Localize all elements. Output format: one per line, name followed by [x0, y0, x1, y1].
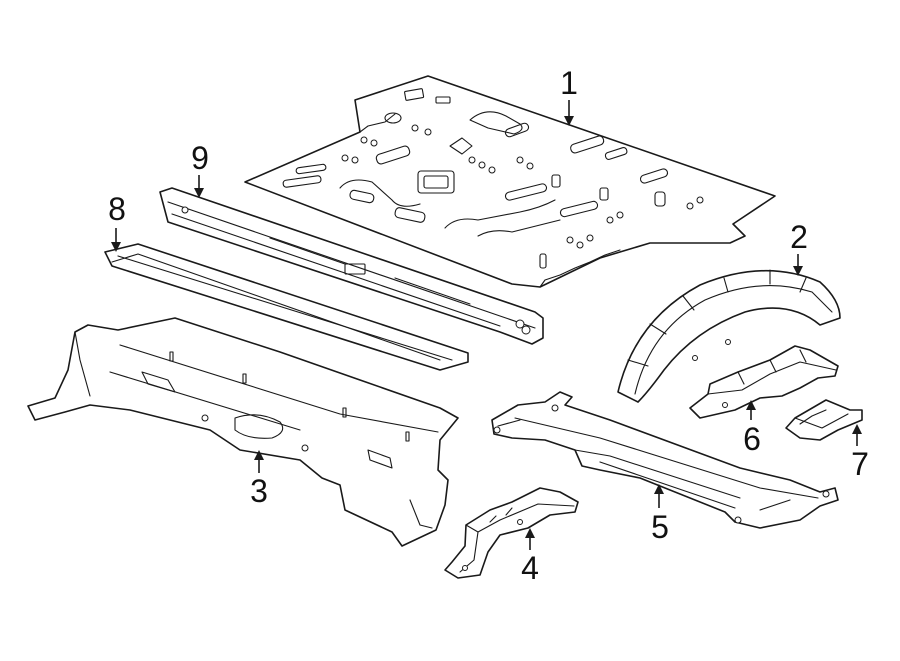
callout-7: 7: [851, 424, 869, 482]
part-4-bracket: [444, 487, 579, 579]
callout-3: 3: [250, 450, 268, 509]
callout-5: 5: [651, 484, 669, 545]
callout-label-7: 7: [851, 446, 869, 482]
callout-label-2: 2: [790, 219, 808, 255]
part-9-cross-rail: [159, 187, 544, 345]
callout-label-5: 5: [651, 509, 669, 545]
callout-6: 6: [743, 400, 761, 457]
part-2-wheelhouse: [617, 269, 841, 403]
part-5-crossmember: [491, 391, 839, 529]
callout-label-6: 6: [743, 421, 761, 457]
part-6-bracket: [689, 345, 839, 419]
callout-9: 9: [191, 140, 209, 198]
part-3-rear-panel: [27, 317, 459, 547]
part-1-floor-panel: [244, 75, 776, 288]
callout-8: 8: [108, 191, 126, 252]
callout-1: 1: [560, 65, 578, 126]
callout-4: 4: [521, 528, 539, 586]
part-7-small-bracket: [785, 399, 863, 441]
part-8-cross-rail: [104, 243, 469, 371]
callout-label-3: 3: [250, 473, 268, 509]
callout-label-9: 9: [191, 140, 209, 176]
callout-label-4: 4: [521, 550, 539, 586]
callout-label-8: 8: [108, 191, 126, 227]
callout-2: 2: [790, 219, 808, 276]
callout-label-1: 1: [560, 65, 578, 101]
